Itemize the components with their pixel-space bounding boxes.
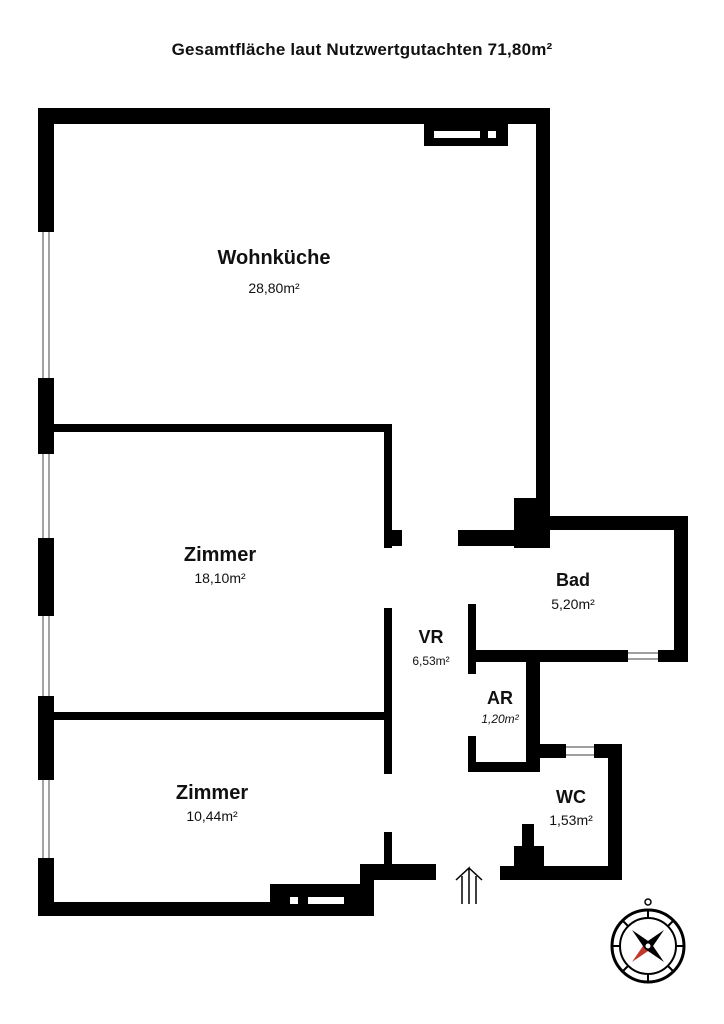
wall-zimmer-zimmer	[52, 712, 392, 720]
wall-left-1	[38, 108, 54, 232]
room-name-wc: WC	[556, 787, 586, 807]
room-name-bad: Bad	[555, 570, 590, 590]
wall-bad-bottom-right	[658, 650, 688, 662]
wall-wohn-zimmer	[52, 424, 392, 432]
wall-left-5	[38, 858, 54, 916]
wall-corridor-upper	[384, 424, 392, 548]
room-name-wohnkueche: Wohnküche	[217, 247, 331, 269]
windows-left	[42, 232, 50, 858]
wall-wc-right	[608, 744, 622, 880]
room-area-zimmer-2: 10,44m²	[186, 808, 238, 824]
room-area-wohnkueche: 28,80m²	[248, 280, 300, 296]
wall-left-4	[38, 696, 54, 780]
wall-door-stub-2	[458, 530, 474, 546]
room-name-zimmer-1: Zimmer	[183, 544, 257, 566]
room-area-wc: 1,53m²	[549, 812, 593, 828]
wall-ar-right	[526, 650, 540, 772]
window-bottom	[290, 897, 344, 904]
wall-bottom-step	[360, 864, 436, 880]
wall-bad-top	[536, 516, 688, 530]
wall-top	[38, 108, 550, 124]
room-area-ar: 1,20m²	[481, 712, 519, 726]
room-area-zimmer-1: 18,10m²	[194, 570, 246, 586]
wall-right-wohnkueche	[536, 108, 550, 520]
wall-left-2	[38, 378, 54, 454]
room-name-zimmer-2: Zimmer	[175, 782, 249, 804]
wall-bad-left	[468, 604, 476, 674]
wall-ar-left-low	[468, 736, 476, 772]
wall-bad-bottom	[468, 650, 628, 662]
room-area-vr: 6,53m²	[412, 654, 450, 668]
arrow-up-icon	[455, 866, 483, 904]
wall-corridor-lower	[384, 832, 392, 880]
plan-title: Gesamtfläche laut Nutzwertgutachten 71,8…	[171, 40, 553, 59]
wall-bad-top-left	[458, 530, 538, 546]
wall-bottom-step-v	[360, 864, 374, 916]
window-wc	[566, 746, 594, 756]
wall-corridor-mid	[384, 608, 392, 774]
wall-left-3	[38, 538, 54, 616]
room-name-vr: VR	[418, 627, 444, 647]
wall-wc-top-left	[526, 744, 566, 758]
window-bad	[628, 652, 658, 660]
room-name-ar: AR	[487, 688, 513, 708]
wall-wc-stub-top	[522, 824, 534, 854]
compass-rose-icon	[610, 898, 686, 984]
wall-bad-right	[674, 516, 688, 662]
window-top	[424, 124, 508, 146]
wall-ar-bottom	[468, 762, 540, 772]
wall-door-stub-1	[384, 530, 402, 546]
room-area-bad: 5,20m²	[551, 596, 595, 612]
